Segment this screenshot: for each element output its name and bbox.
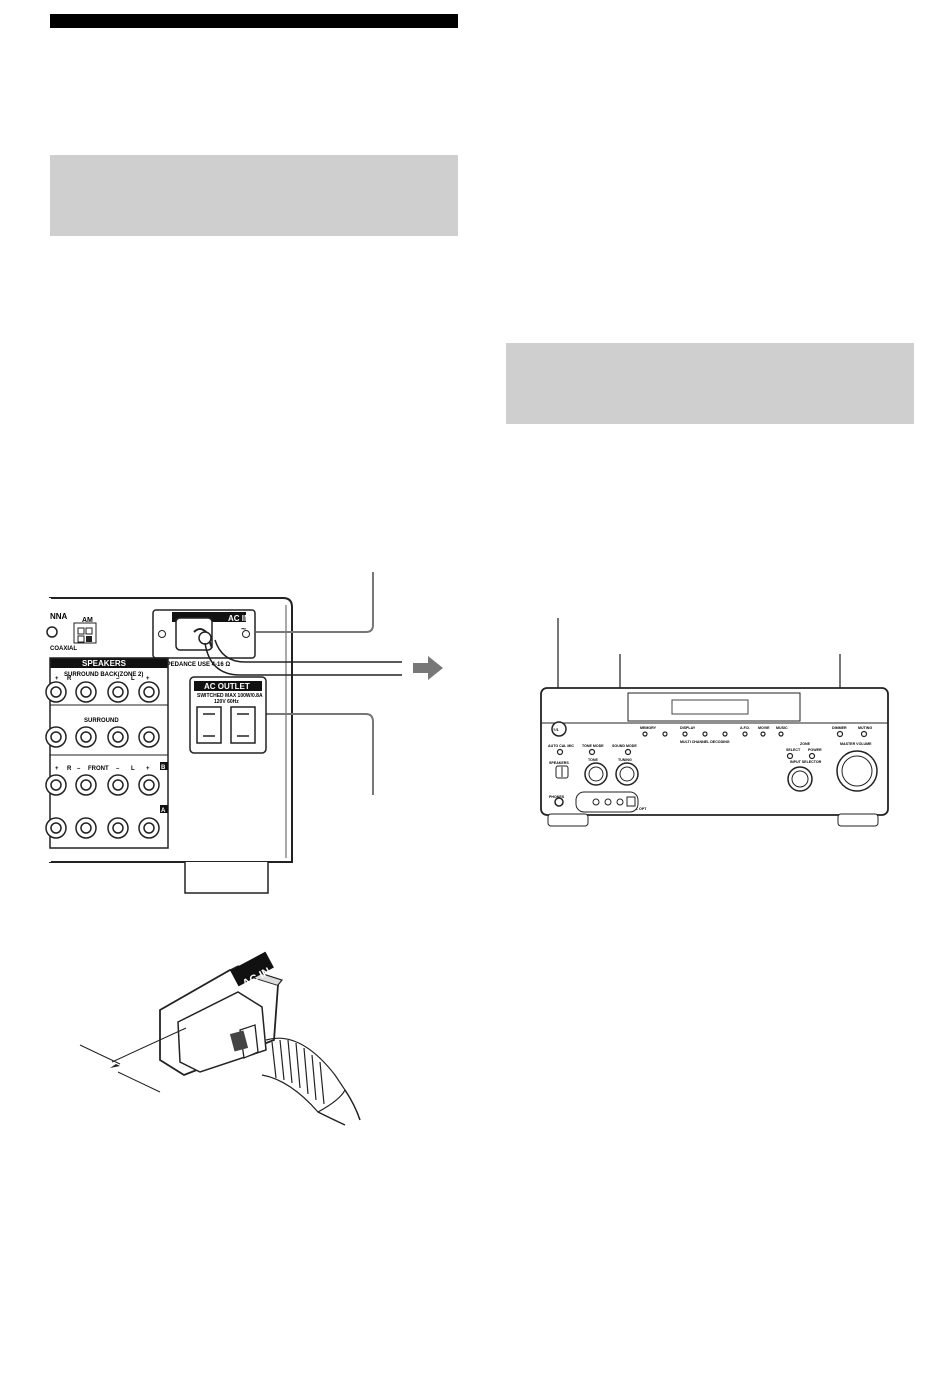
movie-label: MOVIE <box>758 726 770 730</box>
impedance-label: IMPEDANCE USE 4-16 Ω <box>160 662 230 668</box>
surround-label: SURROUND <box>84 718 119 724</box>
ac-in-label: AC IN <box>228 614 250 623</box>
front-panel-illustration: ?/1 MEMORY DISPLAY A.F.D. MOVIE MUSIC DI… <box>540 618 889 827</box>
terminal-sign: L <box>131 766 135 772</box>
arrow-to-outlet-icon <box>413 656 443 680</box>
tone-mode-label: TONE MODE <box>582 744 604 748</box>
memory-label: MEMORY <box>640 726 657 730</box>
coaxial-label: COAXIAL <box>50 646 77 652</box>
zone-power-label: POWER <box>808 748 822 752</box>
dimmer-label: DIMMER <box>832 726 847 730</box>
shaded-heading-box-left <box>50 155 458 236</box>
select-label: SELECT <box>786 748 801 752</box>
speakers-label: SPEAKERS <box>82 659 127 668</box>
tone-label: TONE <box>588 758 599 762</box>
terminal-sign: – <box>116 676 120 682</box>
sound-mode-label: SOUND MODE <box>612 744 637 748</box>
power-button-icon <box>551 721 567 737</box>
speakers-front-label: SPEAKERS <box>549 761 569 765</box>
terminal-sign: R <box>67 676 72 682</box>
front-panel-buttons <box>556 730 868 760</box>
terminal-sign: L <box>131 676 135 682</box>
phones-label: PHONES <box>549 795 565 799</box>
am-label: AM <box>82 617 93 624</box>
terminal-sign: + <box>146 766 150 772</box>
terminal-sign: + <box>146 676 150 682</box>
front-label: FRONT <box>88 766 109 772</box>
voltage-label: 120V 60Hz <box>214 699 239 705</box>
front-b-badge: B <box>161 765 166 771</box>
zone-label: ZONE <box>800 742 811 746</box>
tuning-label: TUNING <box>618 758 632 762</box>
antenna-jack-icon <box>46 626 58 638</box>
section-title-bar <box>50 14 458 28</box>
am-terminal-icon <box>73 622 97 644</box>
master-volume-label: MASTER VOLUME <box>840 742 872 746</box>
shaded-heading-box-right <box>506 343 914 424</box>
tuning-knob-icon <box>615 762 639 786</box>
master-volume-knob-icon <box>836 750 878 792</box>
outlet-socket-icon <box>196 706 256 744</box>
terminal-sign: R <box>67 766 72 772</box>
surround-back-label: SURROUND BACK(ZONE 2) <box>64 672 143 678</box>
music-label: MUSIC <box>776 726 788 730</box>
power-label: ?/1 <box>553 727 560 732</box>
phones-jack-icon <box>554 797 564 807</box>
plug-closeup-illustration: AC IN <box>79 951 361 1126</box>
input-selector-label: INPUT SELECTOR <box>790 760 822 764</box>
antenna-label: NNA <box>50 612 68 621</box>
tone-knob-icon <box>584 762 608 786</box>
switched-label: SWITCHED MAX 100W/0.8A <box>197 693 263 699</box>
front-a-badge: A <box>161 808 166 814</box>
multi-channel-label: MULTI CHANNEL DECODING <box>680 740 730 744</box>
terminal-sign: – <box>77 766 81 772</box>
terminal-sign: + <box>55 676 59 682</box>
terminal-sign: + <box>55 766 59 772</box>
rear-panel-illustration: NNA COAXIAL AM AC IN ~ IMPEDANCE USE 4-1… <box>45 572 443 894</box>
terminal-sign: – <box>116 766 120 772</box>
auto-cal-label: AUTO CAL MIC <box>548 744 574 748</box>
ac-outlet-label: AC OUTLET <box>204 682 250 691</box>
speaker-terminals <box>45 681 160 839</box>
display-label: DISPLAY <box>680 726 696 730</box>
svg-text:~: ~ <box>241 624 246 634</box>
afd-label: A.F.D. <box>740 726 750 730</box>
muting-label: MUTING <box>858 726 872 730</box>
